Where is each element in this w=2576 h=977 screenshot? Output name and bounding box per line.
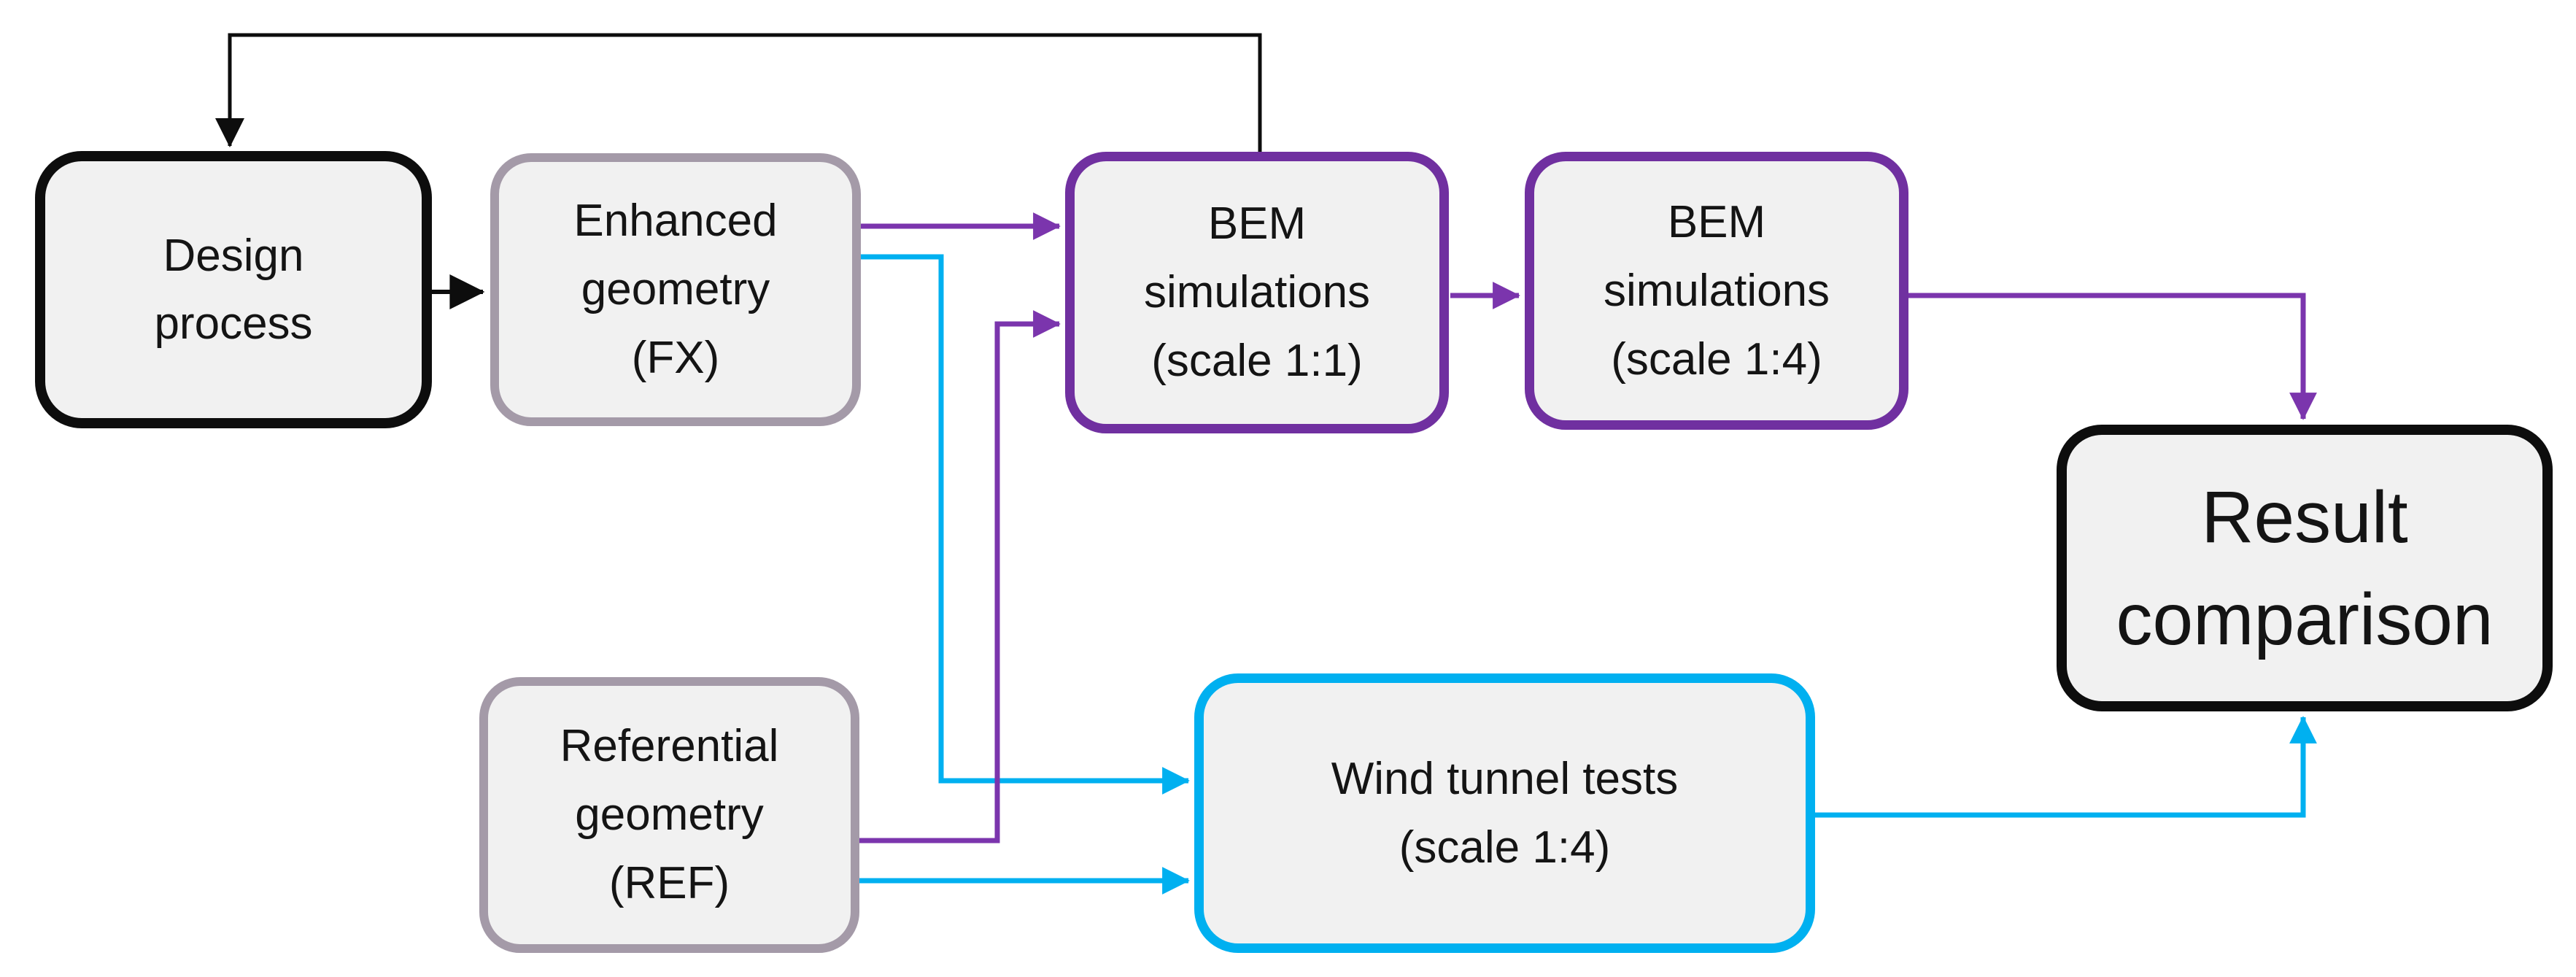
node-referential-geometry: Referential geometry (REF)	[479, 677, 859, 953]
edge-bem14-to-result	[1898, 293, 2317, 420]
edge-feedback-bem11-to-design	[215, 33, 1262, 155]
node-design-process-label: Design process	[154, 231, 313, 349]
node-wind-tunnel-tests-label: Wind tunnel tests (scale 1:4)	[1331, 753, 1679, 873]
node-wind-tunnel-tests: Wind tunnel tests (scale 1:4)	[1194, 673, 1815, 953]
node-bem-simulations-scale-1-1-label: BEM simulations (scale 1:1)	[1143, 198, 1371, 386]
node-bem-simulations-scale-1-4: BEM simulations (scale 1:4)	[1525, 152, 1908, 430]
node-referential-geometry-label: Referential geometry (REF)	[560, 721, 779, 908]
node-result-comparison-label: Result comparison	[2116, 476, 2494, 660]
node-enhanced-geometry: Enhanced geometry (FX)	[490, 153, 861, 426]
node-bem-simulations-scale-1-4-label: BEM simulations (scale 1:4)	[1603, 196, 1830, 385]
node-design-process: Design process	[35, 151, 432, 428]
edge-wind-to-result	[1815, 716, 2317, 818]
node-enhanced-geometry-label: Enhanced geometry (FX)	[573, 196, 778, 383]
edge-enhanced-to-wind	[859, 254, 1190, 795]
node-result-comparison: Result comparison	[2057, 425, 2553, 711]
edge-ref-to-bem11	[858, 310, 1061, 843]
node-bem-simulations-scale-1-1: BEM simulations (scale 1:1)	[1065, 152, 1449, 433]
